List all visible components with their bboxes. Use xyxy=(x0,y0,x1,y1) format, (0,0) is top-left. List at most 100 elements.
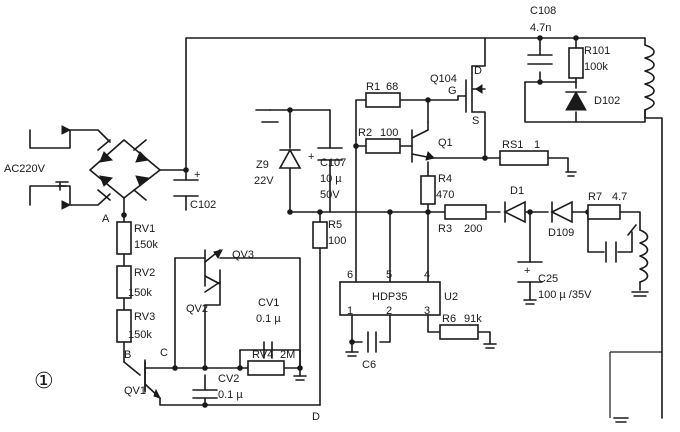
label-r3: R3 xyxy=(438,223,452,235)
label-ic: HDP35 xyxy=(372,291,407,303)
label-r3-val: 200 xyxy=(464,223,482,235)
diode-d1 xyxy=(503,200,526,224)
labels: C108 4.7n R101 100k Q104 D G S D102 R1 6… xyxy=(4,5,627,423)
label-r4-val: 470 xyxy=(436,189,454,201)
label-cv1: CV1 xyxy=(258,297,279,309)
label-r1-val: 68 xyxy=(386,81,398,93)
label-node-a: A xyxy=(102,213,110,225)
resistor-rv1 xyxy=(116,221,132,255)
label-r5: R5 xyxy=(328,219,342,231)
label-pin1: 1 xyxy=(347,305,353,317)
bridge-rectifier xyxy=(89,139,161,201)
label-ac: AC220V xyxy=(4,163,46,175)
label-r6-val: 91k xyxy=(464,313,482,325)
label-r2: R2 xyxy=(358,127,372,139)
label-rv3: RV3 xyxy=(134,311,155,323)
label-q1: Q1 xyxy=(438,137,453,149)
primary-winding xyxy=(644,44,655,111)
capacitor-c25: + xyxy=(517,261,543,283)
label-d: D xyxy=(474,65,482,77)
label-rs1: RS1 xyxy=(502,139,523,151)
capacitor-c102: + xyxy=(173,169,200,197)
ground-symbols xyxy=(55,109,649,423)
capacitor-c6 xyxy=(367,331,377,353)
diode-d109 xyxy=(550,200,573,224)
label-pin2: 2 xyxy=(386,305,392,317)
label-pin6: 6 xyxy=(347,269,353,281)
zener-z9 xyxy=(278,148,302,169)
ac-input-arrows xyxy=(61,125,72,210)
polarity-mark: + xyxy=(194,169,200,181)
label-r7-val: 4.7 xyxy=(612,191,627,203)
label-q104: Q104 xyxy=(430,73,457,85)
label-d1: D1 xyxy=(510,185,524,197)
resistor-rs1 xyxy=(499,150,549,166)
label-node-c: C xyxy=(160,347,168,359)
label-rv4: RV4 xyxy=(252,349,273,361)
label-c102: C102 xyxy=(190,199,216,211)
label-r4: R4 xyxy=(438,173,452,185)
polarity-mark: + xyxy=(308,151,314,163)
label-r6: R6 xyxy=(442,313,456,325)
resistor-r7 xyxy=(587,204,621,220)
capacitor-c107: + xyxy=(308,147,343,163)
label-rv1: RV1 xyxy=(134,223,155,235)
resistor-r2 xyxy=(365,138,401,154)
label-c108-val: 4.7n xyxy=(530,22,551,34)
figure-number: ① xyxy=(34,368,54,393)
capacitor-c108 xyxy=(527,54,553,65)
diode-d102 xyxy=(565,90,587,111)
label-cv2-val: 0.1 µ xyxy=(218,389,243,401)
label-c6: C6 xyxy=(362,359,376,371)
resistor-r6 xyxy=(439,324,479,340)
label-cv1-val: 0.1 µ xyxy=(256,313,281,325)
label-c25: C25 xyxy=(538,273,558,285)
resistor-r1 xyxy=(365,92,401,108)
label-rv3-val: 150k xyxy=(128,329,152,341)
label-c107-val: 10 µ xyxy=(320,173,342,185)
capacitor-cv1 xyxy=(239,341,301,359)
mosfet-q104 xyxy=(465,65,486,113)
label-d109: D109 xyxy=(548,227,574,239)
resistor-r4 xyxy=(420,175,436,205)
label-r2-val: 100 xyxy=(380,127,398,139)
capacitor-cv2 xyxy=(192,389,218,399)
label-pin3: 3 xyxy=(424,305,430,317)
label-r7: R7 xyxy=(588,191,602,203)
label-rv4-val: 2M xyxy=(280,349,295,361)
label-s: S xyxy=(472,115,479,127)
transistor-qv3 xyxy=(204,249,223,287)
resistor-rv3 xyxy=(116,309,132,343)
label-qv3: QV3 xyxy=(232,249,254,261)
ic-hdp35 xyxy=(339,281,441,316)
resistor-rv4 xyxy=(247,360,285,376)
label-g: G xyxy=(448,85,457,97)
label-r1: R1 xyxy=(366,81,380,93)
capacitor-secondary xyxy=(605,241,617,263)
resistor-r3 xyxy=(444,204,487,220)
label-node-d: D xyxy=(312,411,320,423)
label-rv2: RV2 xyxy=(134,267,155,279)
secondary-winding xyxy=(639,229,649,283)
transistor-qv2 xyxy=(204,281,221,306)
transistor-q1 xyxy=(411,129,435,163)
label-cv2: CV2 xyxy=(218,373,239,385)
label-d102: D102 xyxy=(594,95,620,107)
label-rs1-val: 1 xyxy=(534,139,540,151)
label-pin4: 4 xyxy=(424,269,430,281)
label-u2: U2 xyxy=(444,291,458,303)
label-r101-val: 100k xyxy=(584,61,608,73)
label-c108: C108 xyxy=(530,5,556,17)
label-c107: C107 xyxy=(320,157,346,169)
label-node-b: B xyxy=(124,349,131,361)
label-qv1: QV1 xyxy=(124,385,146,397)
label-c107-v: 50V xyxy=(320,189,340,201)
resistor-r101 xyxy=(568,47,584,79)
label-rv1-val: 150k xyxy=(134,239,158,251)
label-r101: R101 xyxy=(584,45,610,57)
wires xyxy=(29,37,663,419)
resistor-rv2 xyxy=(116,265,132,299)
resistor-r5 xyxy=(312,221,328,249)
polarity-mark: + xyxy=(524,265,530,277)
